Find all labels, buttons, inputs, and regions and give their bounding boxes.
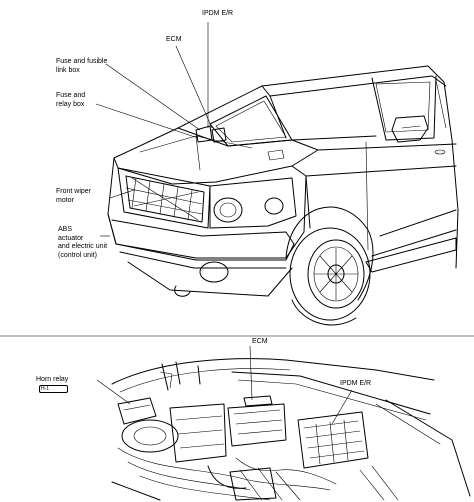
label-fuse-fusible-link-box-line2: link box: [56, 66, 80, 74]
label-front-wiper-motor-line1: Front wiper: [56, 188, 92, 195]
label-ecm: ECM: [166, 36, 182, 45]
label-front-wiper-motor: Front wiper motor: [56, 188, 91, 205]
label-horn-relay-text: Horn relay: [36, 376, 69, 383]
label-fuse-relay-box-line2: relay box: [56, 100, 85, 108]
label-fuse-relay-box-line1: Fuse and: [56, 92, 86, 99]
label-bay-ecm: ECM: [252, 338, 268, 347]
label-fuse-fusible-link-box: Fuse and fusible link box: [56, 58, 107, 75]
label-ipdm-er-text: IPDM E/R: [202, 10, 234, 17]
engine-bay-leader-lines: [96, 345, 353, 425]
horn-relay-connector-icon: H-1: [39, 384, 69, 393]
label-ipdm-er: IPDM E/R: [202, 10, 233, 19]
label-fuse-relay-box: Fuse and relay box: [56, 92, 85, 109]
label-bay-ecm-text: ECM: [252, 338, 268, 345]
label-abs-actuator: ABS actuator and electric unit (control …: [58, 226, 107, 260]
engine-bay-illustration: [111, 358, 471, 501]
label-bay-ipdm-er-text: IPDM E/R: [340, 380, 372, 387]
label-fuse-fusible-link-box-line1: Fuse and fusible: [56, 58, 108, 65]
label-abs-line1: ABS: [58, 226, 73, 233]
label-front-wiper-motor-line2: motor: [56, 196, 74, 204]
label-bay-ipdm-er: IPDM E/R: [340, 380, 371, 389]
label-abs-line2: actuator: [58, 234, 84, 242]
label-abs-line4: (control unit): [58, 251, 97, 259]
truck-leader-lines: [95, 22, 213, 237]
label-ecm-text: ECM: [166, 36, 182, 43]
truck-illustration: [107, 65, 459, 326]
label-abs-line3: and electric unit: [58, 243, 108, 250]
